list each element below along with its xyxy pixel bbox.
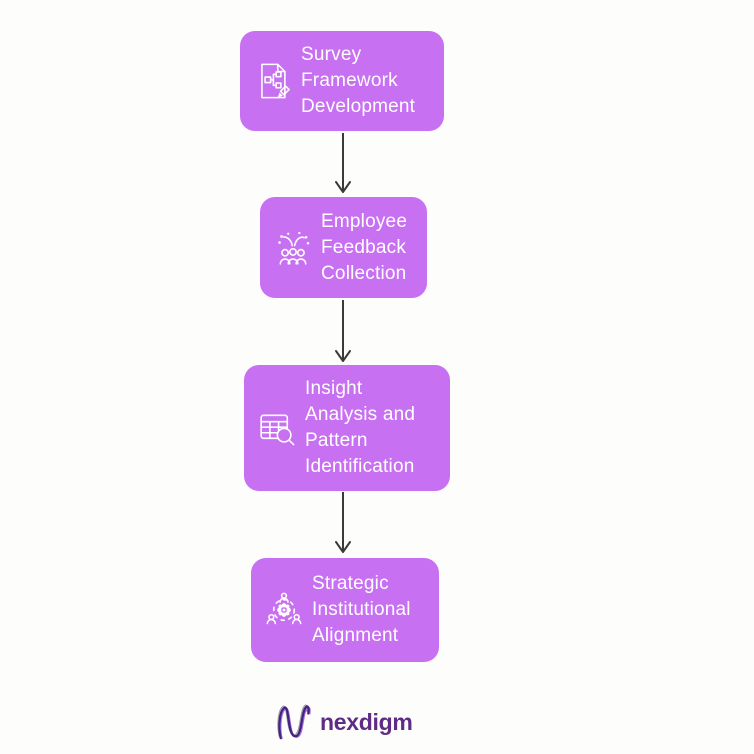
people-celebration-icon [274,228,312,268]
step-label: Strategic Institutional Alignment [312,573,411,646]
arrow-down-3 [333,492,353,554]
nexdigm-logo: nexdigm [275,699,413,745]
team-gear-icon [265,590,303,630]
step-employee-feedback-collection: Employee Feedback Collection [260,197,427,298]
nexdigm-logo-mark [277,704,311,740]
step-label: Survey Framework Development [301,44,416,117]
document-edit-icon [254,61,292,101]
step-strategic-institutional-alignment: Strategic Institutional Alignment [251,558,439,662]
step-survey-framework-development: Survey Framework Development [240,31,444,131]
nexdigm-logo-text: nexdigm [320,708,413,735]
arrow-down-1 [333,133,353,194]
step-label: Employee Feedback Collection [321,210,408,284]
step-label: Insight Analysis and Pattern Identificat… [305,378,416,477]
table-search-icon [258,408,296,448]
arrow-down-2 [333,300,353,363]
step-insight-analysis-pattern-identification: Insight Analysis and Pattern Identificat… [244,365,450,491]
